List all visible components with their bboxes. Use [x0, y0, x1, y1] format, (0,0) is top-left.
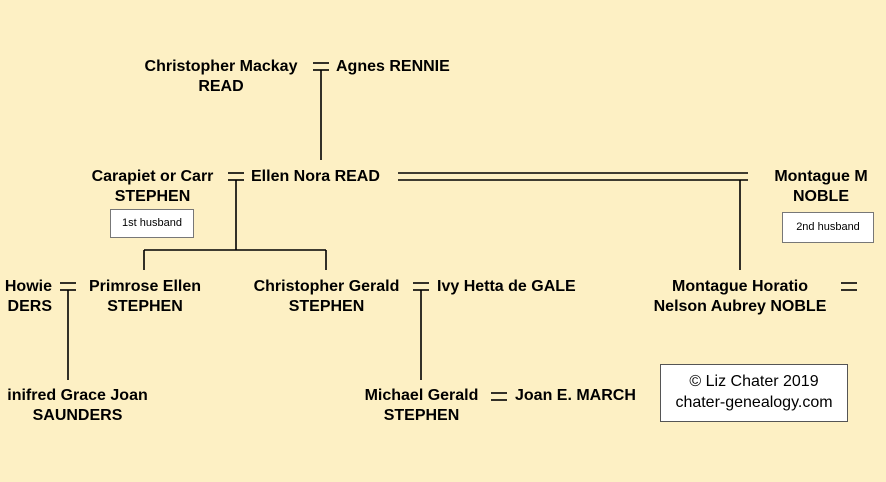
person-michael-gerald-stephen: Michael Gerald STEPHEN [364, 387, 479, 424]
family-tree-lines [60, 62, 857, 401]
person-montague-m-noble: Montague M NOBLE [774, 168, 868, 205]
copyright-text: © Liz Chater 2019 [689, 373, 819, 390]
website-text: chater-genealogy.com [675, 394, 833, 411]
person-montague-horatio-noble: Montague Horatio Nelson Aubrey NOBLE [653, 278, 827, 315]
person-howie-saunders: Howie DERS [4, 278, 52, 315]
person-winifred-grace-joan-saunders: inifred Grace Joan SAUNDERS [7, 387, 148, 424]
person-joan-e-march: Joan E. MARCH [515, 387, 636, 404]
note-first-husband: 1st husband [110, 209, 194, 238]
credit-box: © Liz Chater 2019 chater-genealogy.com [660, 364, 848, 422]
person-christopher-mackay-read: Christopher Mackay READ [144, 58, 298, 95]
person-ivy-hetta-de-gale: Ivy Hetta de GALE [437, 278, 576, 295]
note-second-husband: 2nd husband [782, 212, 874, 243]
person-agnes-rennie: Agnes RENNIE [336, 58, 450, 75]
person-primrose-ellen-stephen: Primrose Ellen STEPHEN [88, 278, 202, 315]
person-ellen-nora-read: Ellen Nora READ [251, 168, 380, 185]
person-carapiet-stephen: Carapiet or Carr STEPHEN [91, 168, 214, 205]
person-christopher-gerald-stephen: Christopher Gerald STEPHEN [253, 278, 400, 315]
